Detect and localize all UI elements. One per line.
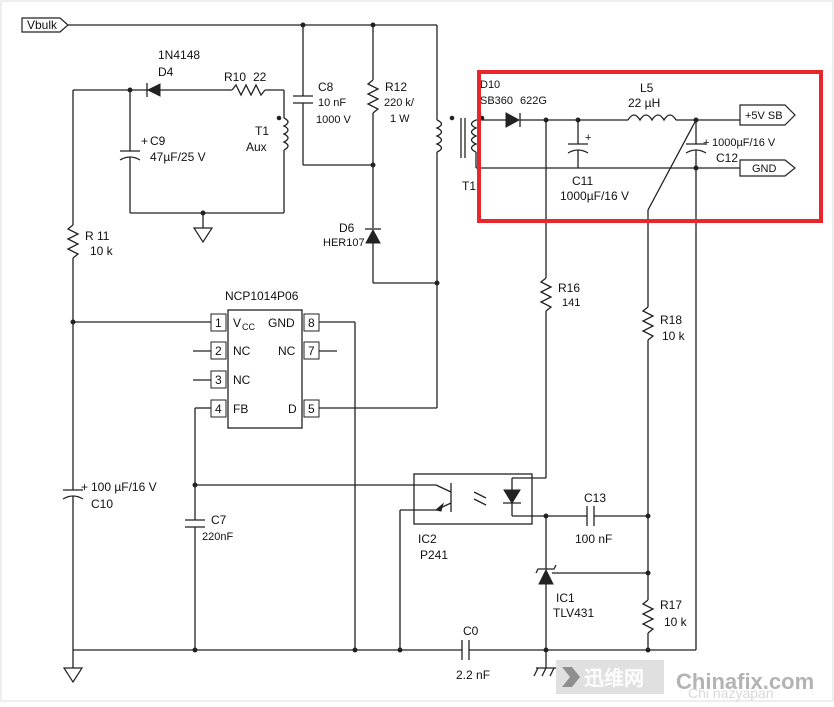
r12-value: 220 k/ <box>384 97 415 109</box>
nc-pin3: NC <box>233 373 251 387</box>
r16-value: 141 <box>562 297 580 309</box>
c11-label: C11 <box>572 174 593 188</box>
c7-value: 220nF <box>202 531 233 543</box>
c9-label: C9 <box>150 134 166 148</box>
c10-plus: + <box>81 480 88 494</box>
pin-1: 1 <box>215 316 222 330</box>
t1-main-label: T1 <box>462 179 476 193</box>
aux-label: Aux <box>246 140 267 154</box>
vcc-label: V <box>233 316 241 330</box>
r16-label: R16 <box>558 281 580 295</box>
d10-part2: 622G <box>520 95 547 107</box>
highlight-box <box>477 70 823 223</box>
c11-plus: + <box>585 132 591 144</box>
c10-value: 100 µF/16 V <box>91 480 157 494</box>
output-gnd-tag: GND <box>739 159 796 177</box>
svg-text:Vbulk: Vbulk <box>27 18 58 32</box>
c11-value: 1000µF/16 V <box>560 189 629 203</box>
c0-value: 2.2 nF <box>456 668 490 682</box>
ground-icon <box>192 227 214 244</box>
d6-part: HER107 <box>323 237 365 249</box>
c12-plus: + <box>703 137 709 149</box>
watermark-site: Chinafix.com <box>676 669 814 694</box>
svg-text:+5V SB: +5V SB <box>745 110 783 122</box>
d-pin-label: D <box>288 402 297 416</box>
nc-pin2: NC <box>233 344 251 358</box>
d6-label: D6 <box>339 221 355 235</box>
ic2-part: P241 <box>420 548 448 562</box>
ncp1014-ic: NCP1014P06 1 2 3 4 8 7 5 V CC GND NC NC … <box>210 289 320 429</box>
c9-plus: + <box>141 134 148 148</box>
l5-value: 22 µH <box>628 96 660 110</box>
r12-label: R12 <box>385 80 407 94</box>
ic2-label: IC2 <box>418 532 437 546</box>
d4-part: 1N4148 <box>158 48 200 62</box>
d10-part1: SB360 <box>480 95 513 107</box>
watermark: 迅维网 Chinafix.com Chi nazyapan <box>556 660 814 701</box>
c10-label: C10 <box>91 497 113 511</box>
nc-pin7: NC <box>278 344 296 358</box>
r11-value: 10 k <box>90 244 114 258</box>
c12-label: C12 <box>716 151 738 165</box>
r10-value: 22 <box>253 70 267 84</box>
r17-value: 10 k <box>664 615 688 629</box>
c12-value: 1000µF/16 V <box>712 137 776 149</box>
r12-watt: 1 W <box>390 113 410 125</box>
d10-label: D10 <box>480 79 500 91</box>
ground-icon <box>62 667 84 684</box>
r17-label: R17 <box>660 598 682 612</box>
pin-5: 5 <box>308 402 315 416</box>
chinafix-logo-icon <box>562 667 580 687</box>
r18-value: 10 k <box>662 329 686 343</box>
t1-aux-label: T1 <box>255 124 269 138</box>
output-5v-tag: +5V SB <box>739 104 796 126</box>
c9-value: 47µF/25 V <box>150 150 206 164</box>
vcc-sub: CC <box>242 322 255 332</box>
ic-name: NCP1014P06 <box>225 289 299 303</box>
c13-label: C13 <box>584 491 606 505</box>
ic1-part: TLV431 <box>553 606 594 620</box>
c7-label: C7 <box>211 513 227 527</box>
pin-4: 4 <box>215 402 222 416</box>
l5-label: L5 <box>640 81 654 95</box>
c0-label: C0 <box>463 624 479 638</box>
r11-label: R 11 <box>85 229 110 243</box>
pin-8: 8 <box>308 316 315 330</box>
chassis-ground-icon <box>533 650 556 677</box>
vbulk-tag: Vbulk <box>21 17 69 33</box>
pin-2: 2 <box>215 344 222 358</box>
pin-3: 3 <box>215 373 222 387</box>
watermark-faint: Chi nazyapan <box>688 685 774 701</box>
watermark-logo-text: 迅维网 <box>584 666 644 690</box>
c13-value: 100 nF <box>575 532 612 546</box>
c8-value: 10 nF <box>318 97 346 109</box>
d4-label: D4 <box>158 65 174 79</box>
fb-pin-label: FB <box>233 402 248 416</box>
pin-7: 7 <box>308 344 315 358</box>
svg-text:GND: GND <box>752 163 777 175</box>
c8-voltage: 1000 V <box>316 114 352 126</box>
r10-label: R10 <box>224 70 246 84</box>
ic1-label: IC1 <box>556 591 575 605</box>
r18-label: R18 <box>660 313 682 327</box>
c8-label: C8 <box>318 80 334 94</box>
gnd-pin-label: GND <box>268 316 295 330</box>
